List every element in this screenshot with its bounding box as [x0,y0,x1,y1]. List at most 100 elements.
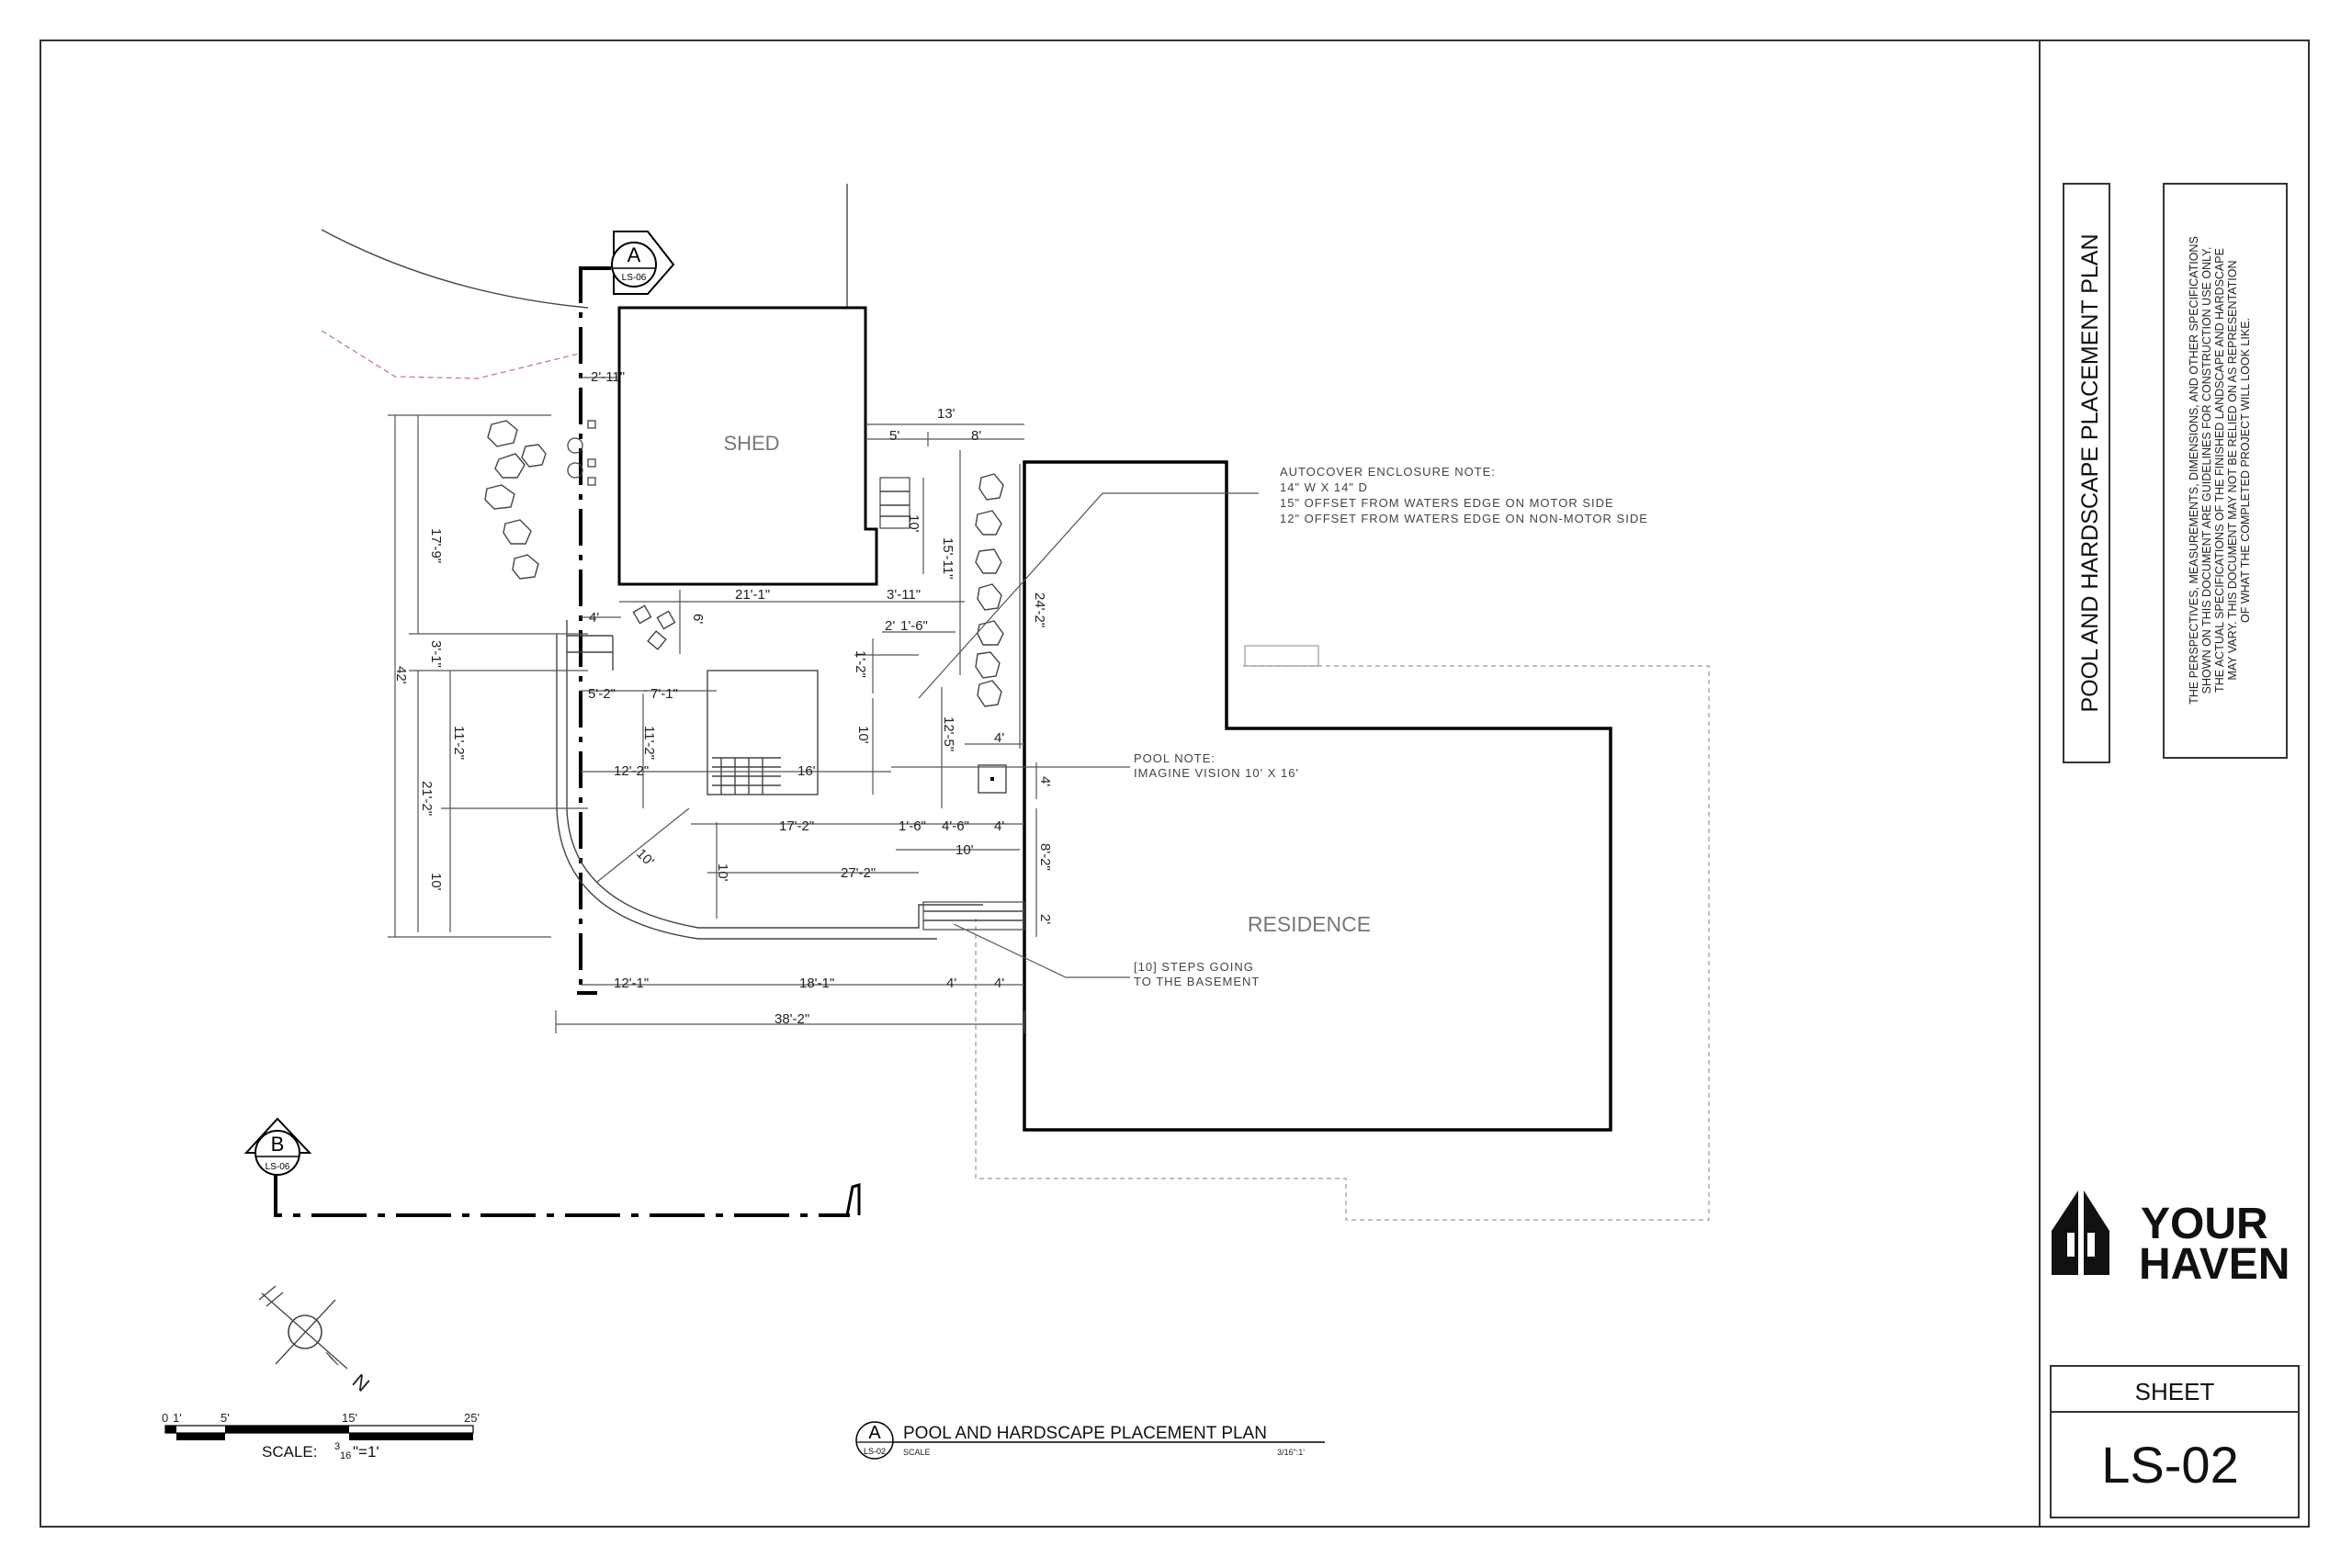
shed-outline[interactable] [617,306,878,586]
drawing-title-text: POOL AND HARDSCAPE PLACEMENT PLAN [903,1424,1267,1443]
scale-tick-0: 0 [162,1411,168,1425]
disclaimer-line-2: SHOWN ON THIS DOCUMENT ARE GUIDELINES FO… [2200,247,2213,694]
autocover-note: AUTOCOVER ENCLOSURE NOTE: 14" W X 14" D … [1280,465,1647,525]
scale-tick-5: 5' [220,1411,230,1425]
steps-note-line-1: [10] STEPS GOING [1134,960,1254,974]
dim-4-6: 4'-6" [942,818,969,834]
drawing-title-scale-word: SCALE [903,1448,931,1457]
section-a-marker: A LS-06 [611,231,675,295]
boulders-right [975,473,1004,707]
equipment-dot [990,777,994,781]
pool-note-line: IMAGINE VISION 10' X 16' [1134,766,1299,780]
site-plan: A LS-06 SHED RESIDENCE [243,184,1710,1221]
sheet-label: SHEET [2135,1378,2215,1405]
disclaimer-line-5: OF WHAT THE COMPLETED PROJECT WILL LOOK … [2239,318,2252,623]
section-b-letter: B [271,1133,285,1156]
section-b-end [845,1183,861,1216]
dim-8: 8' [971,428,981,444]
dim-21-2: 21'-2" [419,781,435,816]
sheet-number: LS-02 [2101,1436,2238,1494]
autocover-note-leader [918,492,1259,699]
autocover-note-line-1: 14" W X 14" D [1280,480,1368,494]
house-logo-icon [2052,1190,2109,1275]
patio-inner [556,634,937,940]
dimension-lines [388,377,1037,1033]
dim-11-2-inner: 11'-2" [641,726,657,760]
dim-8-2: 8'-2" [1037,843,1053,871]
steps-note-leader [953,923,1130,978]
scale-tick-15: 15' [342,1411,357,1425]
dim-11-2-outer: 11'-2" [451,726,467,760]
drawing-title-ref: LS-02 [864,1447,886,1456]
scale-fraction-num: 3 [334,1441,340,1452]
boulders-left [484,420,547,580]
dim-21-1: 21'-1" [735,587,770,603]
dim-10-inner: 10' [715,863,730,882]
pool-note: POOL NOTE: IMAGINE VISION 10' X 16' [1134,751,1299,780]
dim-5-2: 5'-2" [588,686,616,702]
residence-label: RESIDENCE [1248,912,1371,936]
autocover-note-line-2: 15" OFFSET FROM WATERS EDGE ON MOTOR SID… [1280,496,1614,510]
basement-stairs [922,901,1025,931]
scale-label-suffix: "=1' [353,1443,379,1461]
drawing-title-scale-value: 3/16":1' [1277,1448,1305,1457]
dim-10-radius: 10' [633,846,657,870]
dim-3-1: 3'-1" [428,640,444,668]
residence-outline[interactable] [1023,460,1612,1132]
disclaimer-box: THE PERSPECTIVES, MEASUREMENTS, DIMENSIO… [2163,183,2288,759]
north-letter: N [348,1370,374,1396]
section-b-marker: B LS-06 [243,1117,312,1176]
pool-steps [712,757,781,795]
dim-4-lower: 4' [994,818,1004,834]
dim-10-mid: 10' [855,726,871,744]
dim-4-vertical: 4' [1037,776,1053,786]
dim-38-2: 38'-2" [775,1011,809,1027]
dim-4-bottom-1: 4' [946,976,956,991]
fence-line [321,330,580,379]
sheet-title-box: POOL AND HARDSCAPE PLACEMENT PLAN [2063,183,2110,763]
dim-17-2: 17'-2" [779,818,814,834]
dim-6: 6' [690,614,706,624]
dim-27-2: 27'-2" [841,865,876,881]
section-a-letter: A [628,243,641,266]
dim-15-11: 15'-11" [940,537,956,579]
section-a-ref: LS-06 [622,273,647,283]
logo-text-line2: HAVEN [2139,1240,2290,1289]
disclaimer-line-1: THE PERSPECTIVES, MEASUREMENTS, DIMENSIO… [2188,236,2200,705]
dim-10-shed: 10' [906,514,922,533]
dim-18-1: 18'-1" [799,976,834,991]
disclaimer-line-3: THE ACTUAL SPECIFICATIONS OF THE FINISHE… [2213,248,2226,693]
dim-1-2: 1'-2" [853,650,868,678]
dim-16: 16' [797,763,816,779]
dim-2: 2' [885,618,895,634]
dim-13: 13' [937,406,956,422]
dim-4-equipment: 4' [994,730,1004,746]
dim-42: 42' [393,666,409,684]
patio-outline [566,620,983,929]
dim-4-chairs: 4' [589,610,599,626]
sheet-title-vertical: POOL AND HARDSCAPE PLACEMENT PLAN [2077,234,2103,713]
dim-24-2: 24'-2" [1032,592,1047,627]
dim-10-strip: 10' [956,842,974,858]
dim-7-1: 7'-1" [650,686,678,702]
dim-1-6-lower: 1'-6" [899,818,926,834]
logo-text-line1: YOUR [2141,1200,2268,1248]
your-haven-logo: YOUR HAVEN [2052,1190,2290,1289]
dim-10-outer: 10' [428,873,444,891]
dim-3-11: 3'-11" [887,587,921,603]
dim-2-11: 2'-11" [591,369,625,385]
scale-label-prefix: SCALE: [262,1443,317,1461]
dim-5: 5' [889,428,899,444]
dim-2-basement: 2' [1037,914,1053,924]
sheet-border [40,39,2310,1528]
shed-equipment [567,420,596,486]
pool-equipment-box [978,764,1007,794]
section-b-ref: LS-06 [266,1162,290,1172]
section-line-b [274,1167,850,1217]
shed-side-stairs [879,477,910,529]
scale-fraction-den: 16 [340,1450,351,1461]
north-arrow: N [258,1285,374,1396]
scale-tick-1: 1' [173,1411,182,1425]
autocover-note-title: AUTOCOVER ENCLOSURE NOTE: [1280,465,1496,479]
